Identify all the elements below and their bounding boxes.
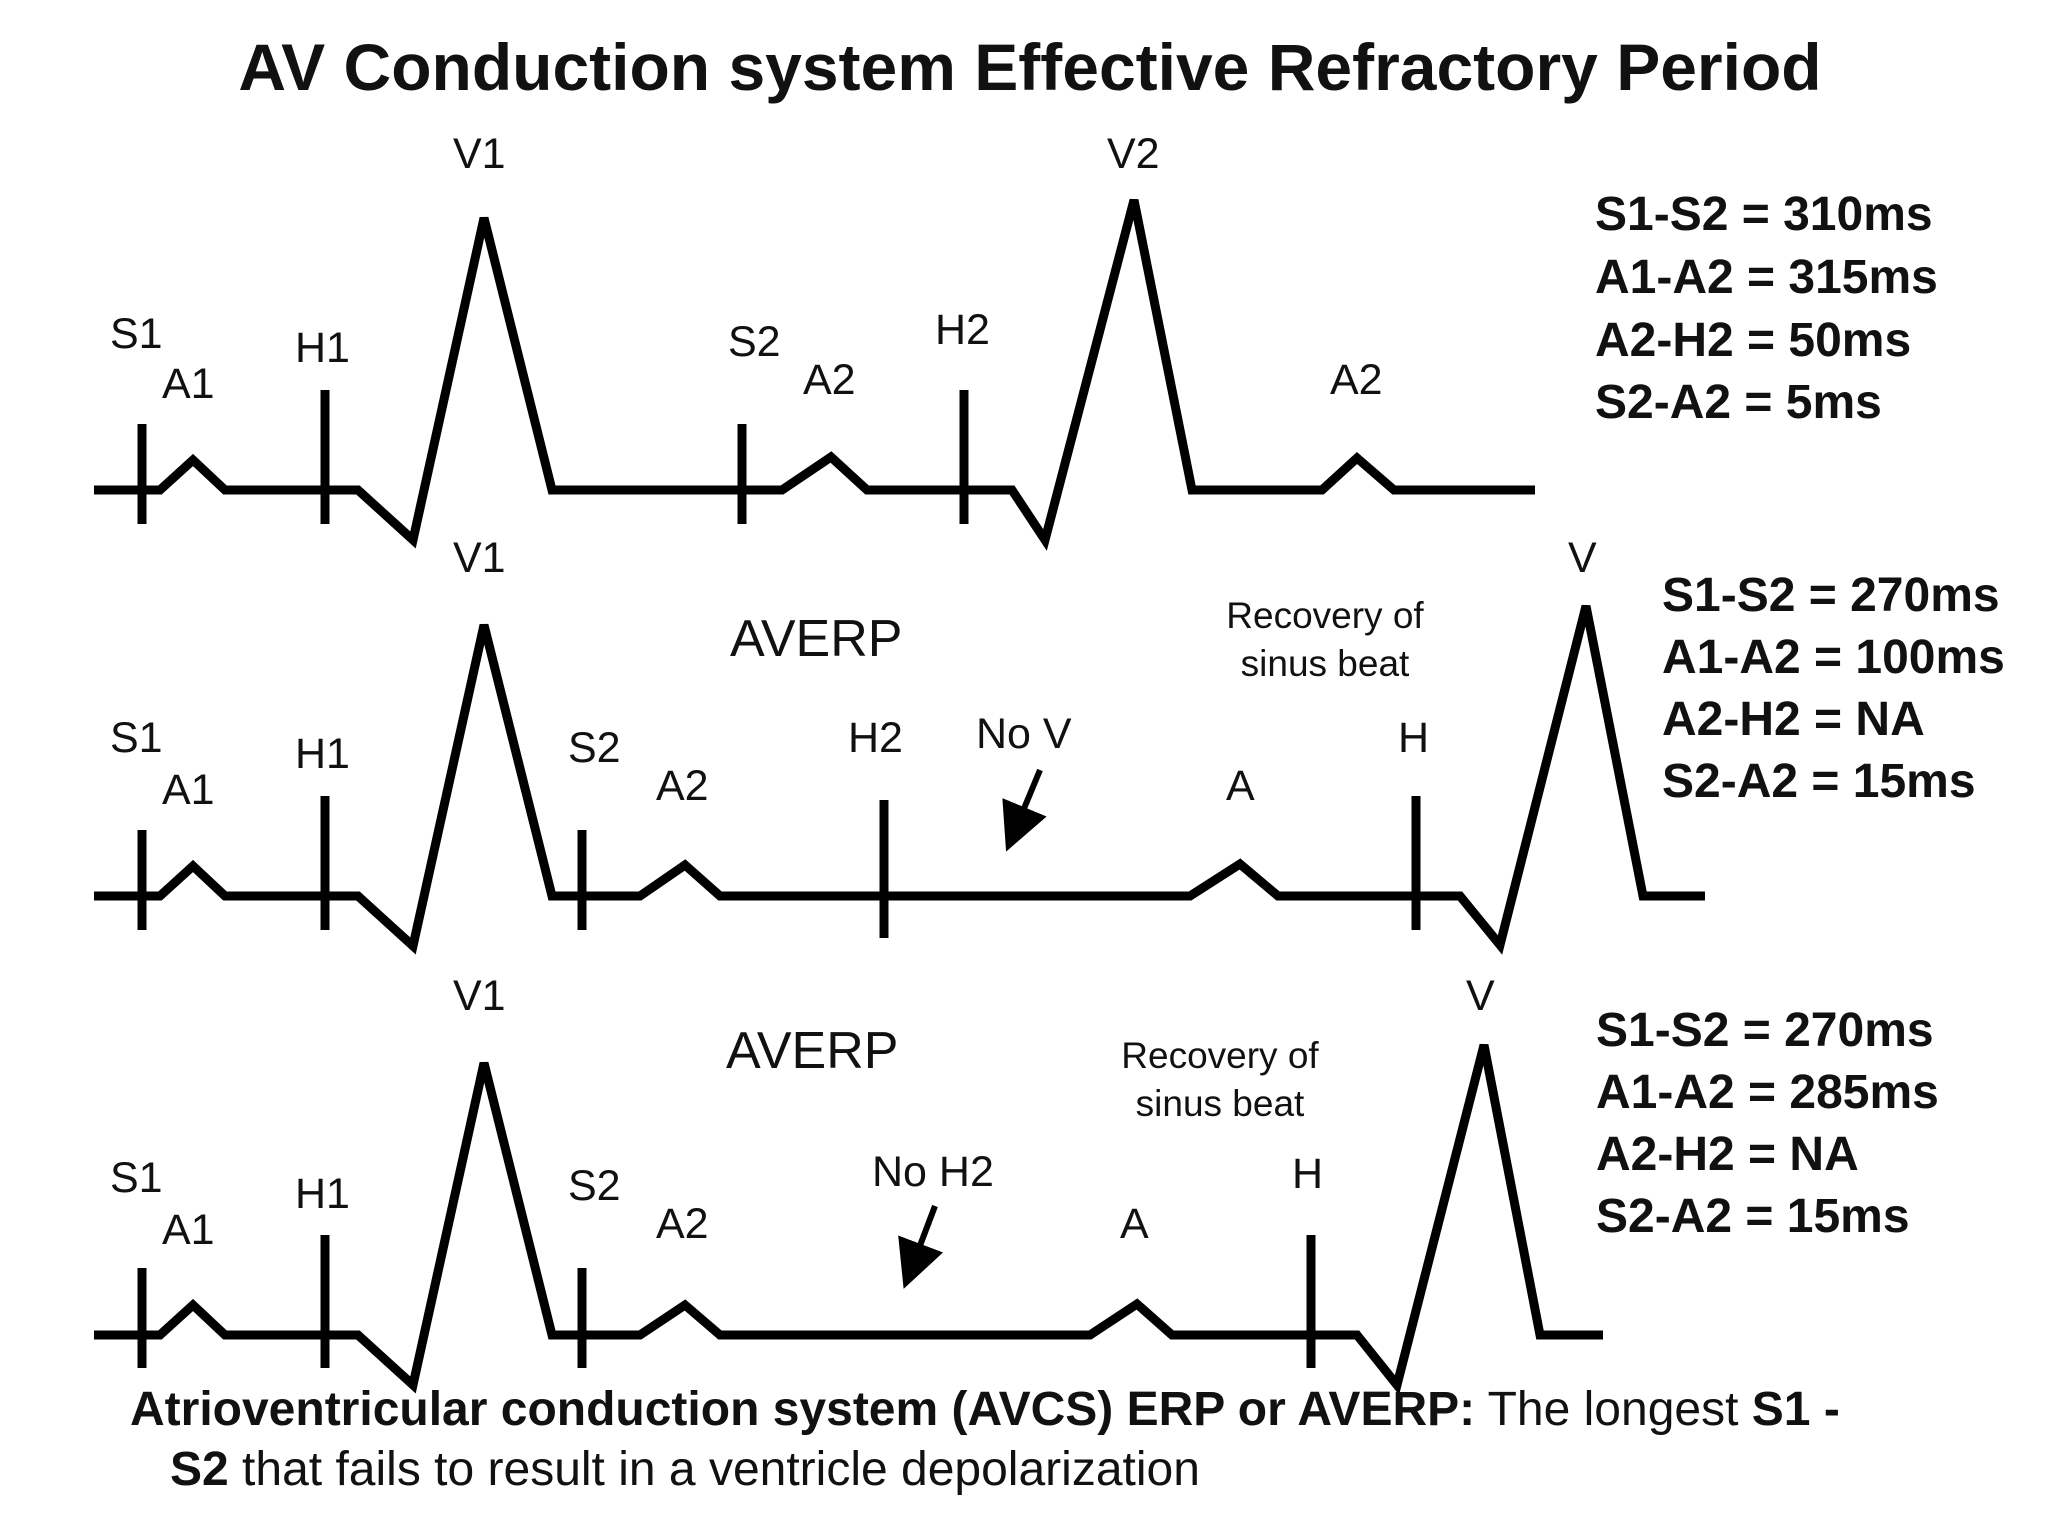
panel1-a2-late-label: A2: [1330, 356, 1383, 404]
panel3-measurement-s1-s2: S1-S2 = 270ms: [1596, 1004, 1934, 1057]
panel1-measurement-s1-s2: S1-S2 = 310ms: [1595, 188, 1933, 241]
panel2-measurement-s2-a2: S2-A2 = 15ms: [1662, 755, 1976, 808]
panel1-s1-label: S1: [110, 310, 163, 358]
caption-term: Atrioventricular conduction system (AVCS…: [130, 1383, 1476, 1436]
panel2-recovery-label-line2: sinus beat: [1241, 643, 1410, 684]
panel1-a1-label: A1: [162, 360, 215, 408]
panel3-v-label: V: [1466, 972, 1495, 1020]
caption-text-2: that fails to result in a ventricle depo…: [228, 1443, 1200, 1496]
panel3-recovery-label-line1: Recovery of: [1121, 1035, 1319, 1076]
panel3-measurement-a2-h2: A2-H2 = NA: [1596, 1128, 1859, 1181]
panel-averp-no-v: V1 AVERP Recovery of sinus beat V S1 A1 …: [94, 534, 2005, 955]
panel2-a1-label: A1: [162, 766, 215, 814]
panel1-measurements: S1-S2 = 310ms A1-A2 = 315ms A2-H2 = 50ms…: [1595, 188, 1938, 429]
panel1-h2-label: H2: [935, 306, 990, 354]
panel2-egm-trace: [94, 604, 1705, 955]
panel2-h1-label: H1: [295, 730, 350, 778]
panel2-a2-label: A2: [656, 762, 709, 810]
panel2-s1-label: S1: [110, 714, 163, 762]
panel2-v1-label: V1: [453, 534, 506, 582]
panel2-s2-label: S2: [568, 724, 621, 772]
panel-averp-no-h2: V1 AVERP Recovery of sinus beat V S1 A1 …: [94, 972, 1939, 1395]
caption-s2-term: S2: [170, 1443, 229, 1496]
panel1-v1-label: V1: [453, 130, 506, 178]
panel1-h1-label: H1: [295, 324, 350, 372]
panel3-a2-label: A2: [656, 1200, 709, 1248]
panel1-measurement-a2-h2: A2-H2 = 50ms: [1595, 314, 1911, 367]
panel2-a-label: A: [1226, 762, 1255, 810]
panel2-measurement-a2-h2: A2-H2 = NA: [1662, 693, 1925, 746]
panel1-v2-label: V2: [1107, 130, 1160, 178]
panel3-no-h2-label: No H2: [872, 1148, 994, 1196]
diagram-title: AV Conduction system Effective Refractor…: [238, 30, 1821, 104]
panel2-no-v-arrow: [1002, 768, 1047, 852]
panel2-recovery-label-line1: Recovery of: [1226, 595, 1424, 636]
panel1-egm-trace: [94, 198, 1535, 551]
panel2-measurement-a1-a2: A1-A2 = 100ms: [1662, 631, 2005, 684]
panel3-no-h2-arrow: [898, 1204, 944, 1289]
panel3-recovery-label-line2: sinus beat: [1136, 1083, 1305, 1124]
panel3-h1-label: H1: [295, 1170, 350, 1218]
caption-line-2: S2 that fails to result in a ventricle d…: [170, 1440, 1200, 1500]
caption-text-1: The longest: [1475, 1383, 1752, 1436]
panel3-a-label: A: [1120, 1200, 1149, 1248]
panel1-s2-label: S2: [728, 318, 781, 366]
panel3-h-label: H: [1292, 1150, 1323, 1198]
panel2-h-label: H: [1398, 714, 1429, 762]
panel1-measurement-a1-a2: A1-A2 = 315ms: [1595, 251, 1938, 304]
panel1-a2-label: A2: [803, 356, 856, 404]
caption-line-1: Atrioventricular conduction system (AVCS…: [130, 1380, 1840, 1440]
panel3-a1-label: A1: [162, 1206, 215, 1254]
panel1-measurement-s2-a2: S2-A2 = 5ms: [1595, 376, 1882, 429]
panel-normal-conduction: S1 A1 H1 V1 S2 A2 H2 V2 A2 S1-S2 = 310ms…: [94, 130, 1938, 551]
panel3-averp-heading: AVERP: [726, 1022, 898, 1080]
caption-s1-term: S1 -: [1751, 1383, 1840, 1436]
panel3-measurement-a1-a2: A1-A2 = 285ms: [1596, 1066, 1939, 1119]
panel3-v1-label: V1: [453, 972, 506, 1020]
panel3-s1-label: S1: [110, 1154, 163, 1202]
panel3-measurement-s2-a2: S2-A2 = 15ms: [1596, 1190, 1910, 1243]
panel2-measurement-s1-s2: S1-S2 = 270ms: [1662, 569, 2000, 622]
panel3-measurements: S1-S2 = 270ms A1-A2 = 285ms A2-H2 = NA S…: [1596, 1004, 1939, 1243]
panel3-egm-trace: [94, 1043, 1603, 1395]
panel3-s2-label: S2: [568, 1162, 621, 1210]
panel2-averp-heading: AVERP: [730, 610, 902, 668]
panel2-no-v-label: No V: [976, 710, 1072, 758]
panel2-v-label: V: [1568, 534, 1597, 582]
panel2-h2-label: H2: [848, 714, 903, 762]
panel2-measurements: S1-S2 = 270ms A1-A2 = 100ms A2-H2 = NA S…: [1662, 569, 2005, 808]
